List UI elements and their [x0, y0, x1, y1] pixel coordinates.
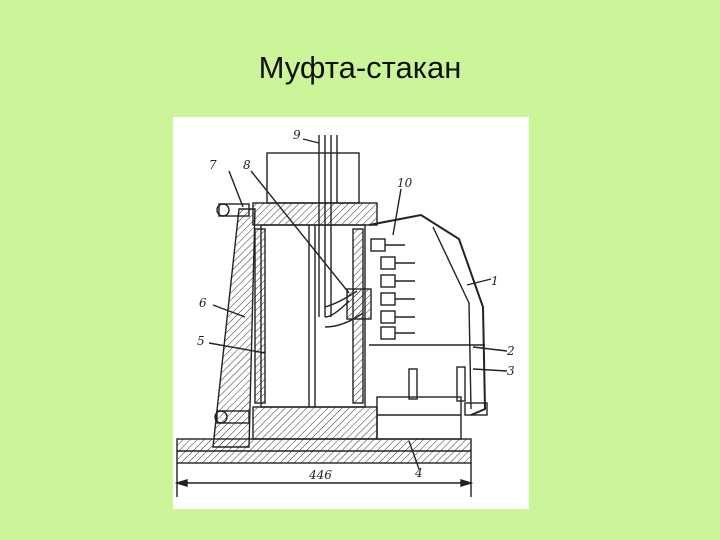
label-8: 8	[243, 158, 251, 172]
label-5: 5	[197, 334, 205, 348]
terminal-box	[376, 396, 462, 440]
cable-sleeve-drawing: 9 7 8 10 1 6 5 2 3 4 446	[174, 128, 515, 497]
label-2: 2	[506, 344, 515, 358]
label-7: 7	[209, 158, 217, 172]
technical-drawing: 9 7 8 10 1 6 5 2 3 4 446	[173, 117, 529, 509]
label-1: 1	[491, 274, 499, 288]
slide-title: Муфта-стакан	[258, 50, 462, 85]
dimension-label: 446	[308, 468, 332, 482]
side-clamp	[464, 402, 488, 416]
lower-flange	[252, 406, 378, 440]
label-4: 4	[414, 466, 423, 480]
bottom-bolt	[216, 410, 250, 424]
cover-housing	[368, 213, 487, 416]
top-casing	[266, 152, 360, 204]
label-3: 3	[507, 364, 515, 378]
label-6: 6	[199, 296, 207, 310]
label-10: 10	[397, 176, 413, 190]
label-9: 9	[293, 128, 301, 142]
junction-block	[346, 288, 372, 320]
terminal-studs	[370, 238, 415, 340]
upper-flange	[252, 202, 378, 226]
top-bolt	[218, 203, 250, 217]
